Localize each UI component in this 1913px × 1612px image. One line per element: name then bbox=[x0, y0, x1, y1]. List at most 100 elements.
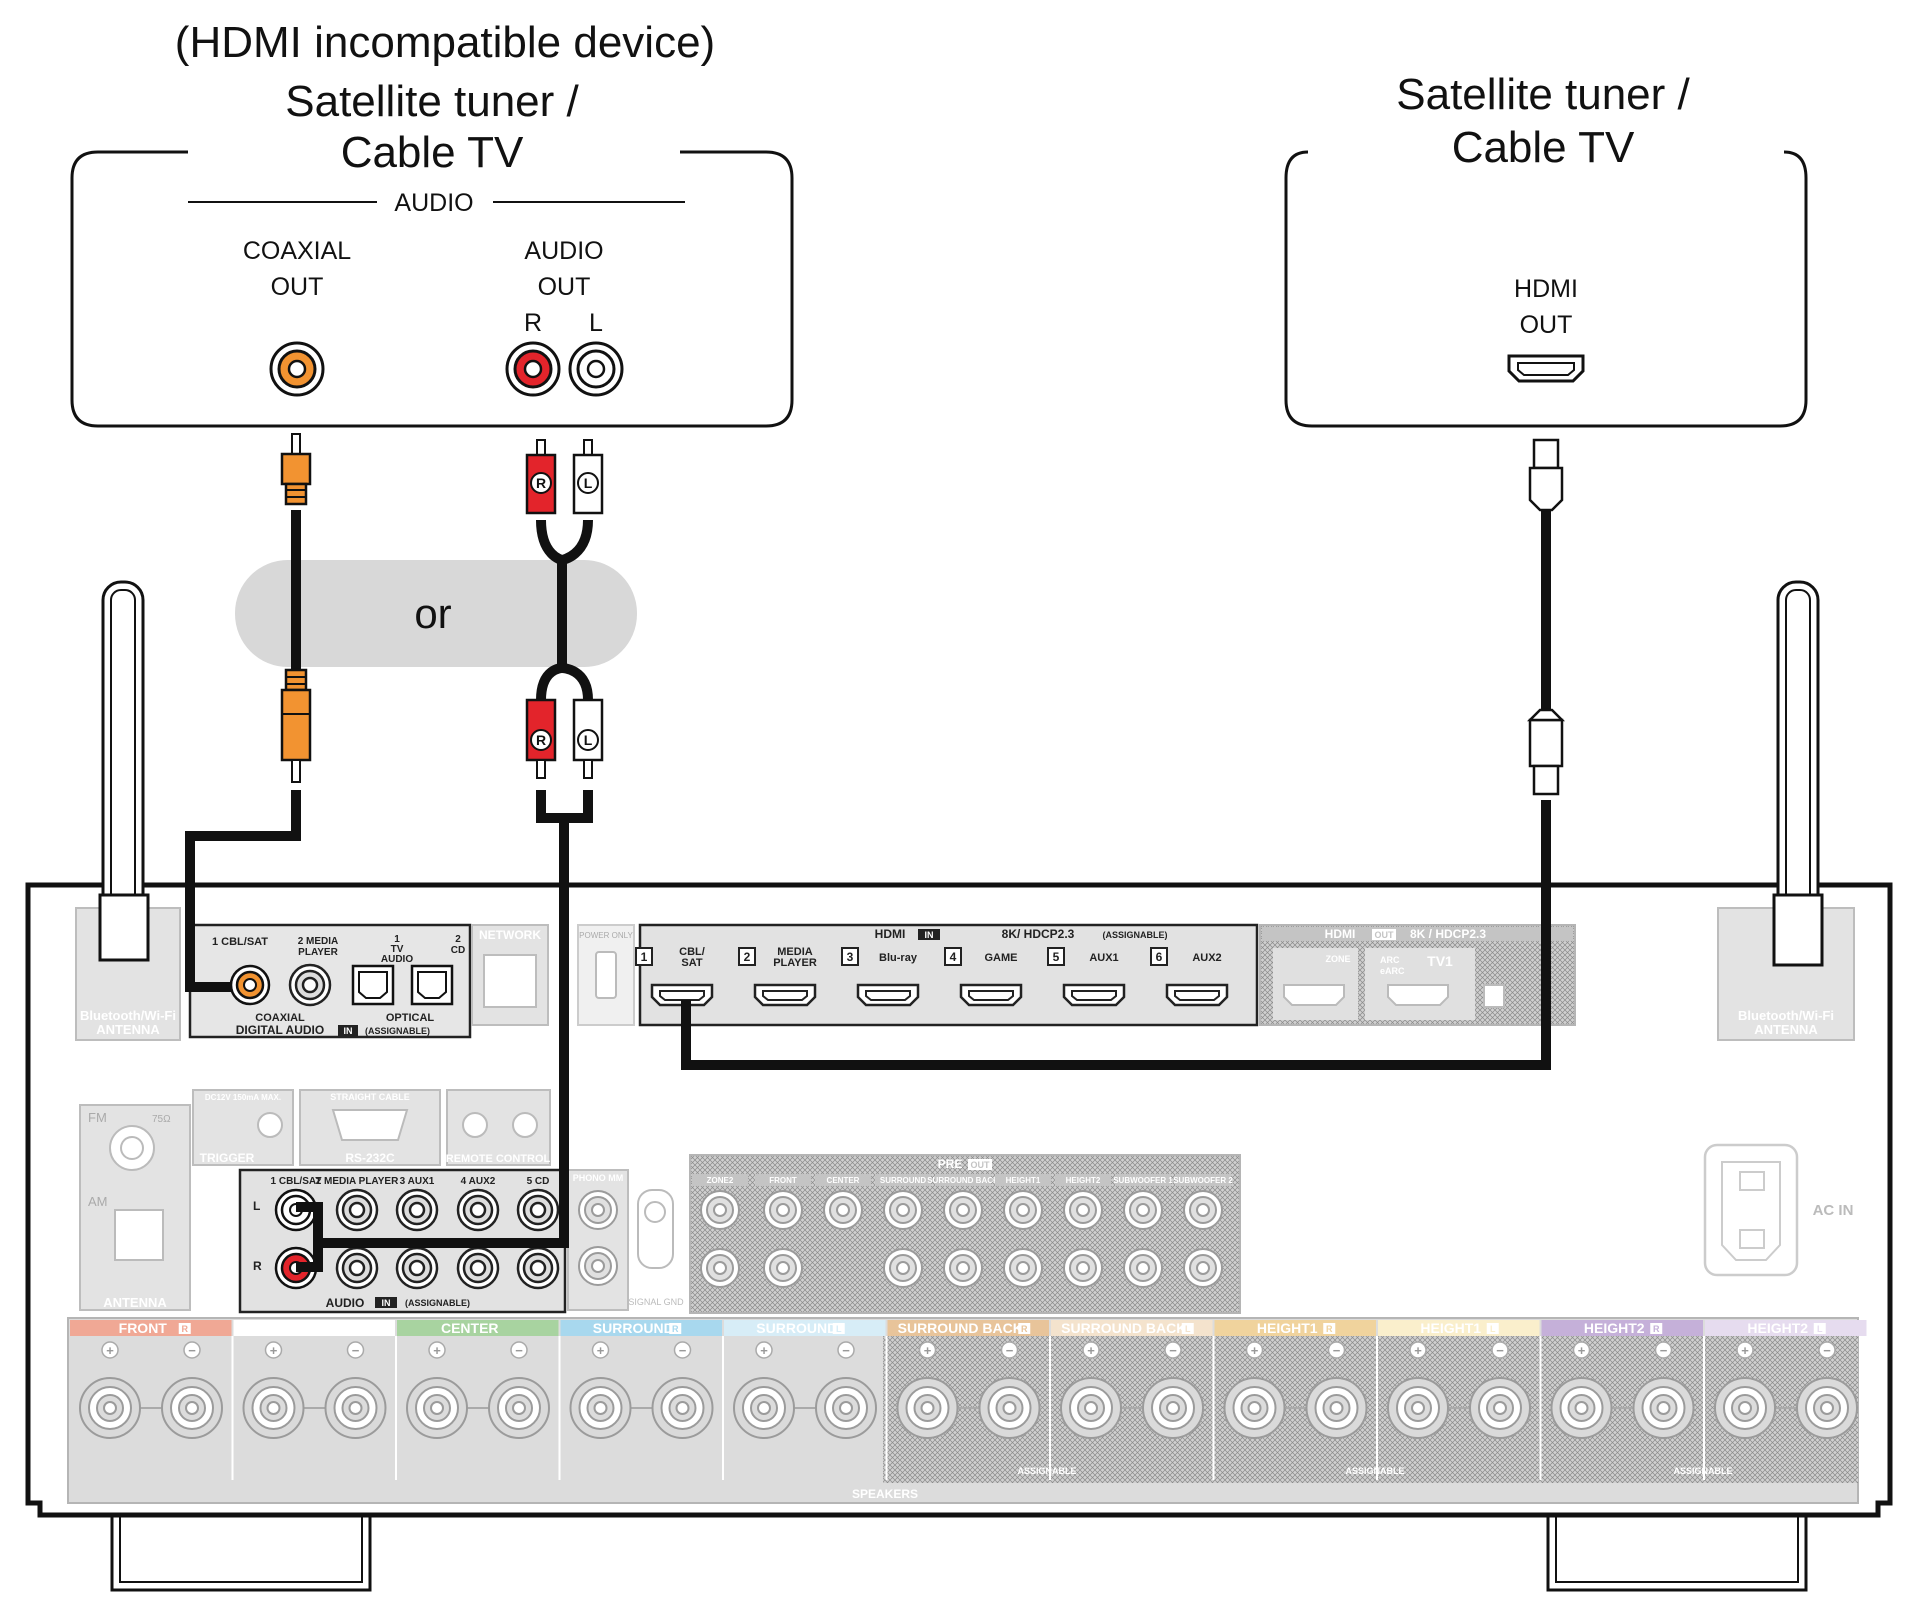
speaker-terminal-minus bbox=[1142, 1377, 1204, 1439]
svg-text:IN: IN bbox=[344, 1026, 353, 1036]
svg-text:AUDIO: AUDIO bbox=[326, 1296, 365, 1310]
svg-text:eARC: eARC bbox=[1380, 966, 1405, 976]
network-port-block: NETWORK POWER ONLY bbox=[471, 924, 635, 1026]
svg-text:+: + bbox=[1251, 1343, 1259, 1358]
hdmi-incompatible-note: (HDMI incompatible device) bbox=[175, 18, 715, 67]
hdmi-input-port bbox=[1165, 983, 1229, 1007]
pre-out-label: CENTER bbox=[827, 1176, 860, 1185]
svg-text:AUDIO: AUDIO bbox=[524, 237, 603, 265]
speaker-side-badge: R bbox=[1653, 1324, 1660, 1334]
svg-text:(ASSIGNABLE): (ASSIGNABLE) bbox=[365, 1026, 430, 1036]
speaker-side-badge: R bbox=[1326, 1324, 1333, 1334]
svg-text:−: − bbox=[352, 1343, 360, 1358]
svg-text:−: − bbox=[1496, 1343, 1504, 1358]
left-foot bbox=[110, 1515, 372, 1592]
bt-antenna-left-label2: ANTENNA bbox=[96, 1022, 160, 1037]
svg-text:TV: TV bbox=[391, 944, 404, 955]
speaker-terminal-plus bbox=[1714, 1377, 1776, 1439]
hdmi-input-port bbox=[1062, 983, 1126, 1007]
pre-out-col-3: CENTER bbox=[815, 1174, 871, 1230]
pre-out-label: SURROUND BACK bbox=[927, 1176, 999, 1185]
pre-out-col-2: FRONT bbox=[755, 1174, 811, 1288]
speaker-terminal-minus bbox=[1469, 1377, 1531, 1439]
svg-text:+: + bbox=[1741, 1343, 1749, 1358]
hdmi-input-number: 5 bbox=[1053, 950, 1060, 964]
svg-text:+: + bbox=[760, 1343, 768, 1358]
svg-text:POWER ONLY: POWER ONLY bbox=[579, 931, 633, 940]
svg-text:COAXIAL: COAXIAL bbox=[255, 1012, 305, 1024]
control-ports: DC12V 150mA MAX. TRIGGER STRAIGHT CABLE … bbox=[192, 1089, 551, 1166]
speaker-terminal-plus bbox=[242, 1377, 305, 1439]
or-label: or bbox=[414, 590, 451, 637]
digital-audio-in-panel: 1 CBL/SAT 2 MEDIA PLAYER 1 TV AUDIO 2 CD… bbox=[188, 923, 472, 1039]
pre-out-col-5: SURROUND BACK bbox=[927, 1174, 999, 1288]
speaker-group-3: CENTER+− bbox=[395, 1320, 559, 1480]
svg-text:+: + bbox=[924, 1343, 932, 1358]
pre-out-col-9: SUBWOOFER 2 bbox=[1173, 1174, 1233, 1288]
speaker-terminal-minus bbox=[978, 1377, 1041, 1439]
svg-text:−: − bbox=[842, 1343, 850, 1358]
hdmi-input-number: 3 bbox=[847, 950, 854, 964]
coaxial-in-1-jack bbox=[229, 964, 271, 1006]
svg-text:OUT: OUT bbox=[1520, 311, 1573, 339]
speaker-terminal-minus bbox=[161, 1377, 223, 1439]
bt-antenna-left-block bbox=[75, 907, 181, 1041]
svg-text:ARC: ARC bbox=[1380, 955, 1400, 965]
hdmi-input-label-2: SAT bbox=[681, 957, 702, 969]
pre-out-label: FRONT bbox=[769, 1176, 797, 1185]
coaxial-cable bbox=[185, 433, 312, 992]
svg-text:+: + bbox=[433, 1343, 441, 1358]
pre-out-col-6: HEIGHT1 bbox=[995, 1174, 1051, 1288]
svg-text:(ASSIGNABLE): (ASSIGNABLE) bbox=[1103, 930, 1168, 940]
svg-text:ASSIGNABLE: ASSIGNABLE bbox=[1345, 1466, 1404, 1476]
bt-antenna-right-label1: Bluetooth/Wi-Fi bbox=[1738, 1008, 1834, 1023]
svg-text:RS-232C: RS-232C bbox=[345, 1151, 395, 1165]
speaker-terminal-plus bbox=[79, 1377, 141, 1439]
antenna-right bbox=[1776, 580, 1820, 964]
audio-in-label: 3 AUX1 bbox=[400, 1176, 435, 1187]
speaker-group-label: HEIGHT1 bbox=[1257, 1320, 1318, 1336]
speaker-group-label: FRONT bbox=[119, 1320, 168, 1336]
svg-text:DIGITAL AUDIO: DIGITAL AUDIO bbox=[236, 1023, 324, 1037]
svg-text:(ASSIGNABLE): (ASSIGNABLE) bbox=[405, 1298, 470, 1308]
audio-out-r-jack bbox=[505, 341, 561, 397]
audio-in-label: 2 MEDIA PLAYER bbox=[316, 1176, 399, 1187]
pre-out-label: SUBWOOFER 1 bbox=[1113, 1176, 1173, 1185]
svg-text:HDMI: HDMI bbox=[1514, 275, 1578, 303]
speaker-terminal-minus bbox=[324, 1377, 387, 1439]
svg-text:HDMI: HDMI bbox=[1325, 927, 1356, 941]
left-device-title-1: Satellite tuner / bbox=[285, 77, 579, 126]
svg-text:−: − bbox=[1006, 1343, 1014, 1358]
pre-out-col-8: SUBWOOFER 1 bbox=[1113, 1174, 1173, 1288]
svg-text:OUT: OUT bbox=[1375, 930, 1395, 940]
coaxial-in-2-jack bbox=[288, 963, 332, 1007]
speaker-side-badge: L bbox=[346, 1324, 352, 1334]
svg-text:OUT: OUT bbox=[271, 273, 324, 301]
speaker-terminal-plus bbox=[1550, 1377, 1613, 1439]
hdmi-input-port bbox=[753, 983, 817, 1007]
svg-text:R: R bbox=[524, 309, 542, 337]
hdmi-cable bbox=[681, 438, 1566, 1070]
svg-text:PHONO MM: PHONO MM bbox=[573, 1173, 624, 1183]
svg-text:FM: FM bbox=[88, 1110, 107, 1125]
svg-text:STRAIGHT CABLE: STRAIGHT CABLE bbox=[330, 1092, 410, 1102]
coaxial-out-jack bbox=[269, 341, 325, 397]
hdmi-input-label-2: PLAYER bbox=[773, 957, 817, 969]
svg-text:HDMI: HDMI bbox=[875, 927, 906, 941]
speaker-side-badge: R bbox=[672, 1324, 679, 1334]
svg-text:75Ω: 75Ω bbox=[152, 1114, 171, 1125]
